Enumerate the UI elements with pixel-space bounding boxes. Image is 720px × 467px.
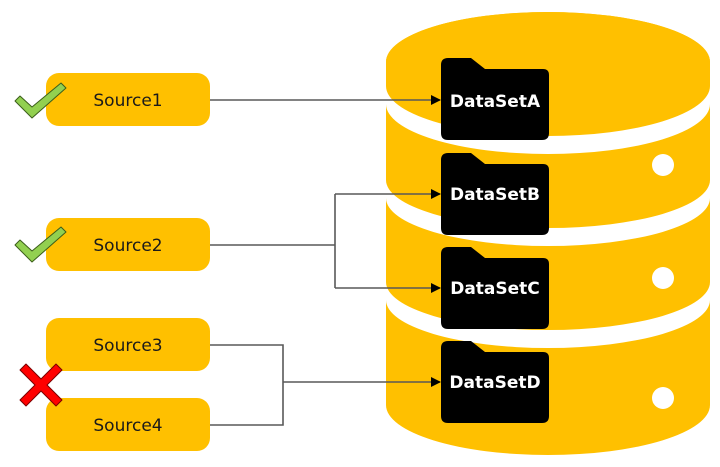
source-box-shape (46, 398, 210, 451)
cross-icon (19, 363, 63, 407)
source-box-shape (46, 218, 210, 271)
source-box-source1[interactable]: Source1 (46, 73, 210, 126)
source-box-source2[interactable]: Source2 (46, 218, 210, 271)
database-indicator-dot (652, 387, 674, 409)
folder-icon (441, 153, 549, 235)
dataset-folder-datasetA[interactable]: DataSetA (441, 58, 549, 140)
dataset-folder-datasetB[interactable]: DataSetB (441, 153, 549, 235)
folder-icon (441, 58, 549, 140)
source-label: Source4 (93, 416, 162, 436)
dataset-folder-datasetC[interactable]: DataSetC (441, 247, 549, 329)
source-box-shape (46, 73, 210, 126)
dataset-folder-datasetD[interactable]: DataSetD (441, 341, 549, 423)
dataset-label: DataSetA (450, 92, 541, 112)
folder-icon (441, 247, 549, 329)
connectors (210, 95, 441, 426)
source-box-shape (46, 318, 210, 371)
check-icon (14, 82, 67, 119)
source-box-source4[interactable]: Source4 (46, 398, 210, 451)
dataset-label: DataSetB (450, 185, 540, 205)
source-label: Source3 (93, 336, 162, 356)
check-icon (14, 226, 67, 263)
database-band-3 (386, 282, 710, 348)
folder-icon (441, 341, 549, 423)
dataset-label: DataSetC (450, 279, 540, 299)
database-indicator-dot (652, 267, 674, 289)
connector-source3 (210, 344, 284, 426)
source-label: Source2 (93, 236, 162, 256)
source-box-source3[interactable]: Source3 (46, 318, 210, 371)
source-label: Source1 (93, 91, 162, 111)
dataset-label: DataSetD (449, 373, 540, 393)
database-indicator-dot (652, 154, 674, 176)
